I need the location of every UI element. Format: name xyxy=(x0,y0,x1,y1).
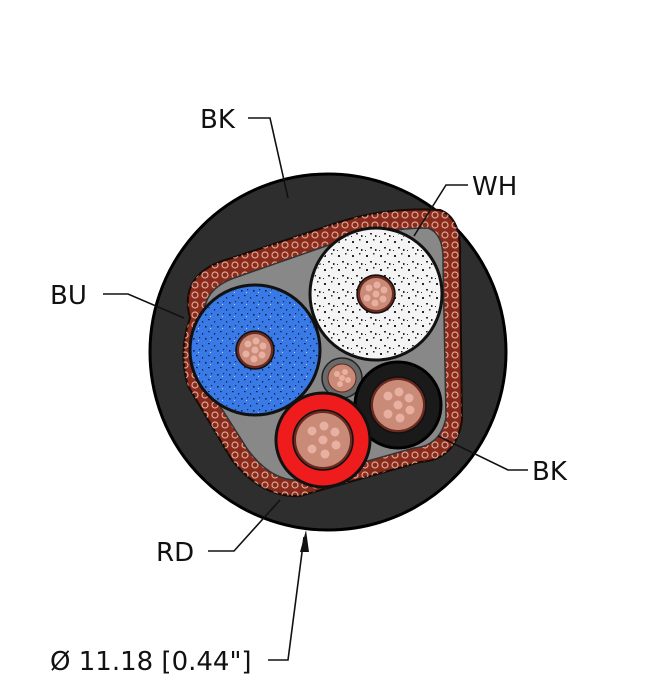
label-diameter: Ø 11.18 [0.44"] xyxy=(50,647,252,677)
leader-red xyxy=(208,499,281,552)
diameter-arrowhead xyxy=(300,530,309,552)
leader-jacket xyxy=(248,117,289,199)
red-core-conductor xyxy=(292,409,354,471)
center-drain-conductor xyxy=(321,357,363,399)
leader-blue xyxy=(103,293,185,319)
label-red-core-color: RD xyxy=(156,538,194,568)
label-white-core-color: WH xyxy=(472,172,517,202)
label-blue-core-color: BU xyxy=(50,281,87,311)
black-core-conductor xyxy=(369,376,427,434)
leader-diameter xyxy=(268,536,305,661)
leader-black xyxy=(437,435,528,471)
white-core-conductor xyxy=(356,274,396,314)
blue-core-conductor xyxy=(235,330,275,370)
leader-white xyxy=(413,184,468,237)
label-jacket-color: BK xyxy=(200,105,236,135)
label-black-core-color: BK xyxy=(532,457,568,487)
